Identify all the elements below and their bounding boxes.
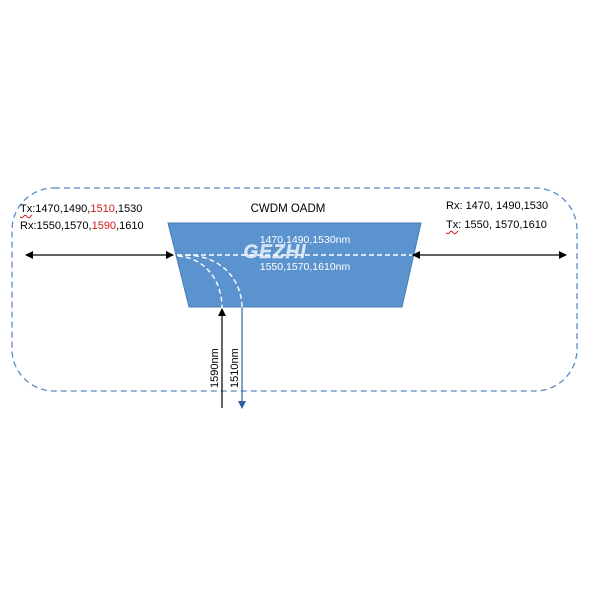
- left-tx-rest-a: :1470,1490,: [32, 203, 91, 215]
- left-rx-prefix: Rx: [20, 220, 34, 232]
- center-label-lower: 1550,1570,1610nm: [260, 261, 351, 273]
- drop-wavelength-label: 1510nm: [229, 348, 241, 388]
- left-tx-rest-b: ,1530: [114, 203, 143, 215]
- left-rx-highlight: 1590: [91, 220, 117, 232]
- center-label-upper: 1470,1490,1530nm: [260, 234, 351, 246]
- left-rx-rest-b: ,1610: [116, 220, 144, 232]
- add-path-curve: [177, 255, 223, 309]
- add-wavelength-label: 1590nm: [209, 348, 221, 388]
- oadm-module: [167, 222, 422, 308]
- left-rx-label: Rx:1550,1570,1590,1610: [20, 220, 144, 233]
- right-tx-rest: : 1550, 1570,1610: [458, 219, 547, 231]
- dashed-boundary: [11, 187, 578, 392]
- left-tx-highlight: 1510: [90, 203, 115, 215]
- left-tx-prefix: Tx: [20, 203, 33, 215]
- left-rx-rest-a: :1550,1570,: [33, 220, 92, 232]
- right-tx-label: Tx: 1550, 1570,1610: [446, 219, 547, 232]
- drop-path-curve: [185, 254, 243, 309]
- right-rx-prefix: Rx: [446, 200, 460, 212]
- right-tx-prefix: Tx: [446, 219, 459, 231]
- right-rx-label: Rx: 1470, 1490,1530: [446, 200, 548, 213]
- logo-watermark: GEZHI: [243, 242, 306, 263]
- right-rx-rest: : 1470, 1490,1530: [459, 200, 549, 212]
- left-tx-label: Tx:1470,1490,1510,1530: [20, 203, 142, 216]
- diagram-title: CWDM OADM: [251, 203, 326, 215]
